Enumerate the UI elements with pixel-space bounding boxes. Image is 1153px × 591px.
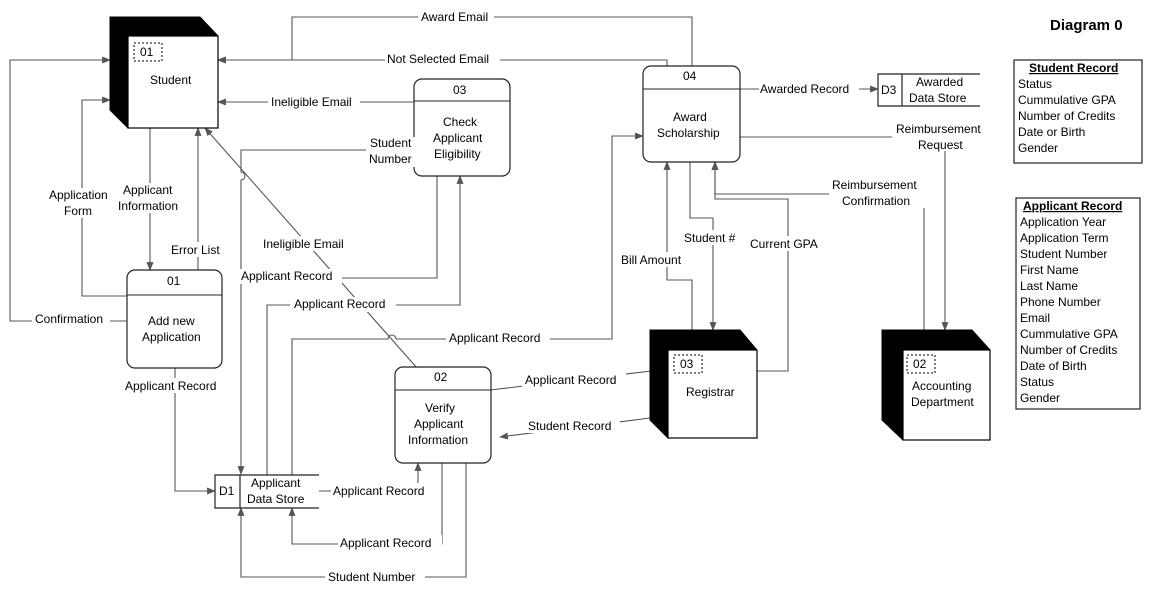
legend-student-field: Status — [1018, 77, 1052, 91]
process-check-applicant-eligibility[interactable]: 03 Check Applicant Eligibility — [413, 78, 511, 177]
label-applicant-record-03b: Applicant Record — [294, 297, 385, 311]
legend-student-field: Gender — [1018, 141, 1058, 155]
legend-applicant-field: Last Name — [1020, 279, 1078, 293]
label-student-number-03-2: Number — [369, 152, 412, 166]
data-store-d1-id: D1 — [219, 484, 235, 498]
legend-student-record-title: Student Record — [1029, 61, 1118, 75]
process-award-scholarship[interactable]: 04 Award Scholarship — [642, 65, 741, 163]
flow-bill-amount — [663, 161, 693, 330]
process-01-id: 01 — [167, 274, 181, 288]
process-03-line2: Applicant — [433, 131, 483, 145]
legend-applicant-field: Number of Credits — [1020, 343, 1117, 357]
process-verify-applicant-information[interactable]: 02 Verify Applicant Information — [394, 366, 492, 464]
data-store-d1[interactable]: D1 Applicant Data Store — [214, 474, 319, 509]
legend-student-field: Date or Birth — [1018, 125, 1085, 139]
label-application-form-1: Application — [49, 188, 108, 202]
process-03-line3: Eligibility — [434, 147, 481, 161]
label-ineligible-email-02: Ineligible Email — [263, 237, 344, 251]
process-03-id: 03 — [453, 83, 467, 97]
legend-applicant-field: Status — [1020, 375, 1054, 389]
data-store-d3-line1: Awarded — [916, 75, 963, 89]
label-applicant-record-02in: Applicant Record — [333, 484, 424, 498]
data-store-d1-line2: Data Store — [247, 492, 305, 506]
label-award-email: Award Email — [421, 10, 488, 24]
legend-applicant-field: Application Year — [1020, 215, 1106, 229]
registrar-name: Registrar — [686, 385, 735, 399]
legend-applicant-field: Cummulative GPA — [1020, 327, 1118, 341]
legend-applicant-record-title: Applicant Record — [1023, 199, 1122, 213]
legend-applicant-field: Phone Number — [1020, 295, 1101, 309]
flow-reimbursement-request — [740, 136, 949, 331]
registrar-id: 03 — [680, 357, 694, 371]
label-applicant-record-04: Applicant Record — [449, 331, 540, 345]
legend-student-field: Cummulative GPA — [1018, 93, 1116, 107]
flow-student-number-03 — [237, 149, 414, 475]
flow-labels: Award Email Not Selected Email Ineligibl… — [32, 9, 988, 584]
label-ineligible-email-03: Ineligible Email — [271, 95, 352, 109]
legend-applicant-record: Applicant Record Application Year Applic… — [1015, 197, 1141, 410]
accounting-id: 02 — [913, 357, 927, 371]
student-id: 01 — [140, 45, 154, 59]
process-02-line3: Information — [408, 433, 468, 447]
data-store-d1-line1: Applicant — [251, 476, 301, 490]
label-bill-amount: Bill Amount — [621, 253, 682, 267]
label-applicant-information-2: Information — [118, 199, 178, 213]
data-store-d3[interactable]: D3 Awarded Data Store — [877, 73, 980, 107]
process-02-line2: Applicant — [414, 417, 464, 431]
flow-student-hash — [689, 162, 717, 331]
label-awarded-record: Awarded Record — [760, 82, 849, 96]
accounting-name-1: Accounting — [912, 379, 971, 393]
entity-accounting-department[interactable]: 02 Accounting Department — [881, 329, 991, 441]
flow-applicant-record-add — [174, 368, 216, 495]
process-04-line1: Award — [673, 110, 707, 124]
legend-applicant-field: Email — [1020, 311, 1050, 325]
label-applicant-information-1: Applicant — [123, 183, 173, 197]
process-02-id: 02 — [434, 370, 448, 384]
diagram-title: Diagram 0 — [1050, 17, 1123, 34]
legend-student-record: Student Record Status Cummulative GPA Nu… — [1013, 59, 1143, 164]
label-student-hash: Student # — [684, 231, 736, 245]
label-applicant-record-add: Applicant Record — [125, 379, 216, 393]
label-student-number-bottom: Student Number — [328, 570, 415, 584]
label-reimbursement-request-1: Reimbursement — [896, 122, 981, 136]
process-04-id: 04 — [683, 69, 697, 83]
label-reimbursement-confirmation-1: Reimbursement — [832, 178, 917, 192]
data-store-d3-line2: Data Store — [909, 91, 967, 105]
label-current-gpa: Current GPA — [750, 237, 818, 251]
legend-student-field: Number of Credits — [1018, 109, 1115, 123]
legend-applicant-field: First Name — [1020, 263, 1079, 277]
flow-applicant-record-03a — [341, 176, 438, 279]
flow-current-gpa — [711, 161, 789, 372]
label-student-number-03-1: Student — [370, 136, 412, 150]
entity-student[interactable]: 01 Student — [109, 16, 219, 129]
process-01-line2: Application — [142, 330, 201, 344]
label-student-record: Student Record — [528, 419, 611, 433]
entity-registrar[interactable]: 03 Registrar — [649, 329, 758, 439]
data-store-d3-id: D3 — [881, 83, 897, 97]
flow-not-selected-email — [217, 56, 668, 66]
process-01-line1: Add new — [148, 314, 195, 328]
label-applicant-record-02out: Applicant Record — [340, 536, 431, 550]
label-reimbursement-request-2: Request — [918, 138, 963, 152]
legend-applicant-field: Application Term — [1020, 231, 1109, 245]
label-application-form-2: Form — [64, 204, 92, 218]
process-03-line1: Check — [443, 115, 478, 129]
accounting-name-2: Department — [911, 395, 974, 409]
label-applicant-record-registrar: Applicant Record — [525, 373, 616, 387]
process-add-new-application[interactable]: 01 Add new Application — [126, 269, 223, 369]
legend-applicant-field: Student Number — [1020, 247, 1107, 261]
label-reimbursement-confirmation-2: Confirmation — [842, 194, 910, 208]
label-applicant-record-03a: Applicant Record — [241, 269, 332, 283]
process-02-line1: Verify — [425, 401, 455, 415]
legend-applicant-field: Date of Birth — [1020, 359, 1087, 373]
label-confirmation: Confirmation — [35, 312, 103, 326]
label-not-selected-email: Not Selected Email — [387, 52, 489, 66]
student-name: Student — [150, 73, 192, 87]
label-error-list: Error List — [171, 243, 220, 257]
process-04-line2: Scholarship — [657, 126, 720, 140]
legend-applicant-field: Gender — [1020, 391, 1060, 405]
